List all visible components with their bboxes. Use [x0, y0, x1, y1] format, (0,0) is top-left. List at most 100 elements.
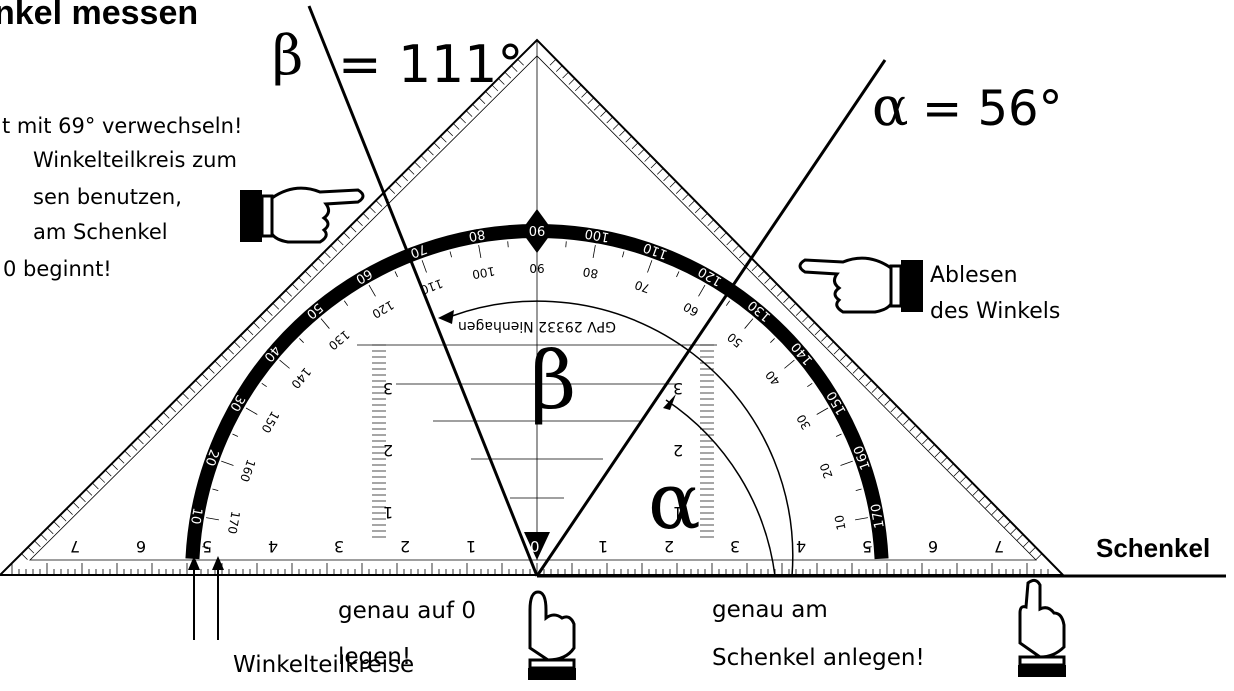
edge-tick — [631, 142, 639, 149]
edge-tick — [369, 206, 376, 214]
angle-arcs — [438, 300, 794, 577]
zero-marker-label: 0 — [530, 538, 540, 556]
edge-tick — [1029, 546, 1036, 554]
edge-tick — [124, 450, 131, 458]
band-dot — [589, 229, 604, 244]
edge-tick — [491, 84, 499, 92]
inner-beta-symbol: β — [530, 334, 576, 427]
edge-tick — [349, 225, 357, 233]
edge-tick — [720, 232, 727, 239]
hint-right-line: des Winkels — [930, 299, 1060, 324]
edge-tick — [612, 123, 620, 130]
band-tick — [816, 407, 829, 415]
edge-tick — [574, 84, 582, 92]
band-tick — [299, 338, 304, 343]
edge-tick — [606, 116, 613, 124]
band-tick — [784, 359, 795, 369]
edge-tick — [978, 495, 986, 503]
vertical-scale-number: 2 — [383, 441, 393, 460]
band-tick — [202, 546, 209, 548]
edge-tick — [808, 322, 815, 329]
bottom-right-line: genau am — [712, 597, 828, 623]
edge-tick — [485, 91, 492, 98]
edge-tick — [688, 200, 696, 207]
edge-tick — [66, 508, 73, 515]
edge-tick — [150, 424, 157, 432]
edge-tick — [701, 213, 708, 220]
outer-scale-label: 80 — [467, 226, 486, 244]
edge-tick — [362, 213, 370, 220]
edge-tick — [388, 187, 396, 194]
edge-tick — [137, 437, 144, 445]
ruler-number: 6 — [136, 537, 146, 556]
band-dot — [357, 270, 372, 285]
edge-tick — [407, 168, 415, 175]
ruler-number: 1 — [466, 537, 476, 556]
edge-tick — [336, 238, 344, 246]
beta-value: = 111° — [338, 35, 523, 95]
band-tick — [368, 284, 376, 297]
edge-tick — [21, 553, 28, 560]
pointing-hand-right-icon — [240, 186, 365, 244]
band-tick — [343, 300, 349, 306]
edge-tick — [997, 514, 1005, 522]
edge-tick — [59, 514, 67, 522]
edge-tick — [846, 360, 853, 368]
band-tick — [320, 318, 330, 329]
outer-scale-label: 70 — [408, 241, 429, 261]
outer-scale-label: 10 — [187, 506, 205, 525]
edge-tick — [324, 251, 331, 259]
ruler-number: 5 — [862, 537, 872, 556]
edge-tick — [510, 65, 518, 72]
ruler-number: 3 — [334, 537, 344, 556]
band-tick — [449, 251, 452, 258]
edge-tick — [220, 354, 228, 361]
hint-left: t mit 69° verwechseln! Winkelteilkreis z… — [2, 114, 242, 281]
edge-tick — [227, 347, 234, 355]
edge-tick — [682, 193, 689, 201]
edge-tick — [549, 59, 557, 66]
edge-tick — [821, 335, 828, 342]
outer-scale-label: 90 — [529, 222, 546, 237]
edge-tick — [625, 136, 632, 143]
top-diamond — [521, 209, 553, 253]
band-dot — [854, 451, 869, 466]
edge-tick — [304, 270, 312, 278]
edge-tick — [858, 373, 866, 381]
edge-tick — [169, 405, 176, 413]
edge-tick — [278, 296, 286, 304]
ruler-number: 2 — [400, 537, 410, 556]
edge-tick — [903, 418, 910, 426]
beta-symbol: β — [272, 24, 303, 87]
edge-tick — [739, 251, 746, 259]
edge-tick — [776, 290, 784, 297]
bottom-mid-line: legen! — [338, 644, 411, 670]
edge-tick — [266, 309, 273, 316]
edge-tick — [201, 373, 209, 381]
edge-tick — [433, 142, 441, 149]
band-tick — [212, 488, 219, 491]
edge-tick — [556, 65, 563, 72]
hint-left-line: Winkelteilkreis zum — [33, 148, 237, 172]
band-tick — [221, 460, 234, 466]
edge-tick — [175, 399, 183, 406]
band-tick — [698, 284, 706, 297]
edge-tick — [593, 103, 601, 111]
ruler-number: 6 — [928, 537, 938, 556]
outer-scale-label: 30 — [226, 392, 247, 414]
edge-tick — [375, 200, 383, 207]
edge-tick — [941, 457, 948, 464]
edge-tick — [517, 59, 524, 66]
inner-alpha-symbol: α — [648, 457, 701, 547]
edge-tick — [182, 392, 189, 400]
band-tick — [807, 382, 813, 388]
edge-tick — [34, 540, 41, 548]
band-tick — [676, 271, 680, 278]
edge-tick — [985, 501, 992, 509]
edge-tick — [757, 270, 765, 278]
edge-tick — [72, 501, 80, 509]
set-square-triangle — [0, 38, 1066, 576]
band-dot — [702, 270, 717, 285]
inner-scale-label: 70 — [633, 277, 652, 295]
